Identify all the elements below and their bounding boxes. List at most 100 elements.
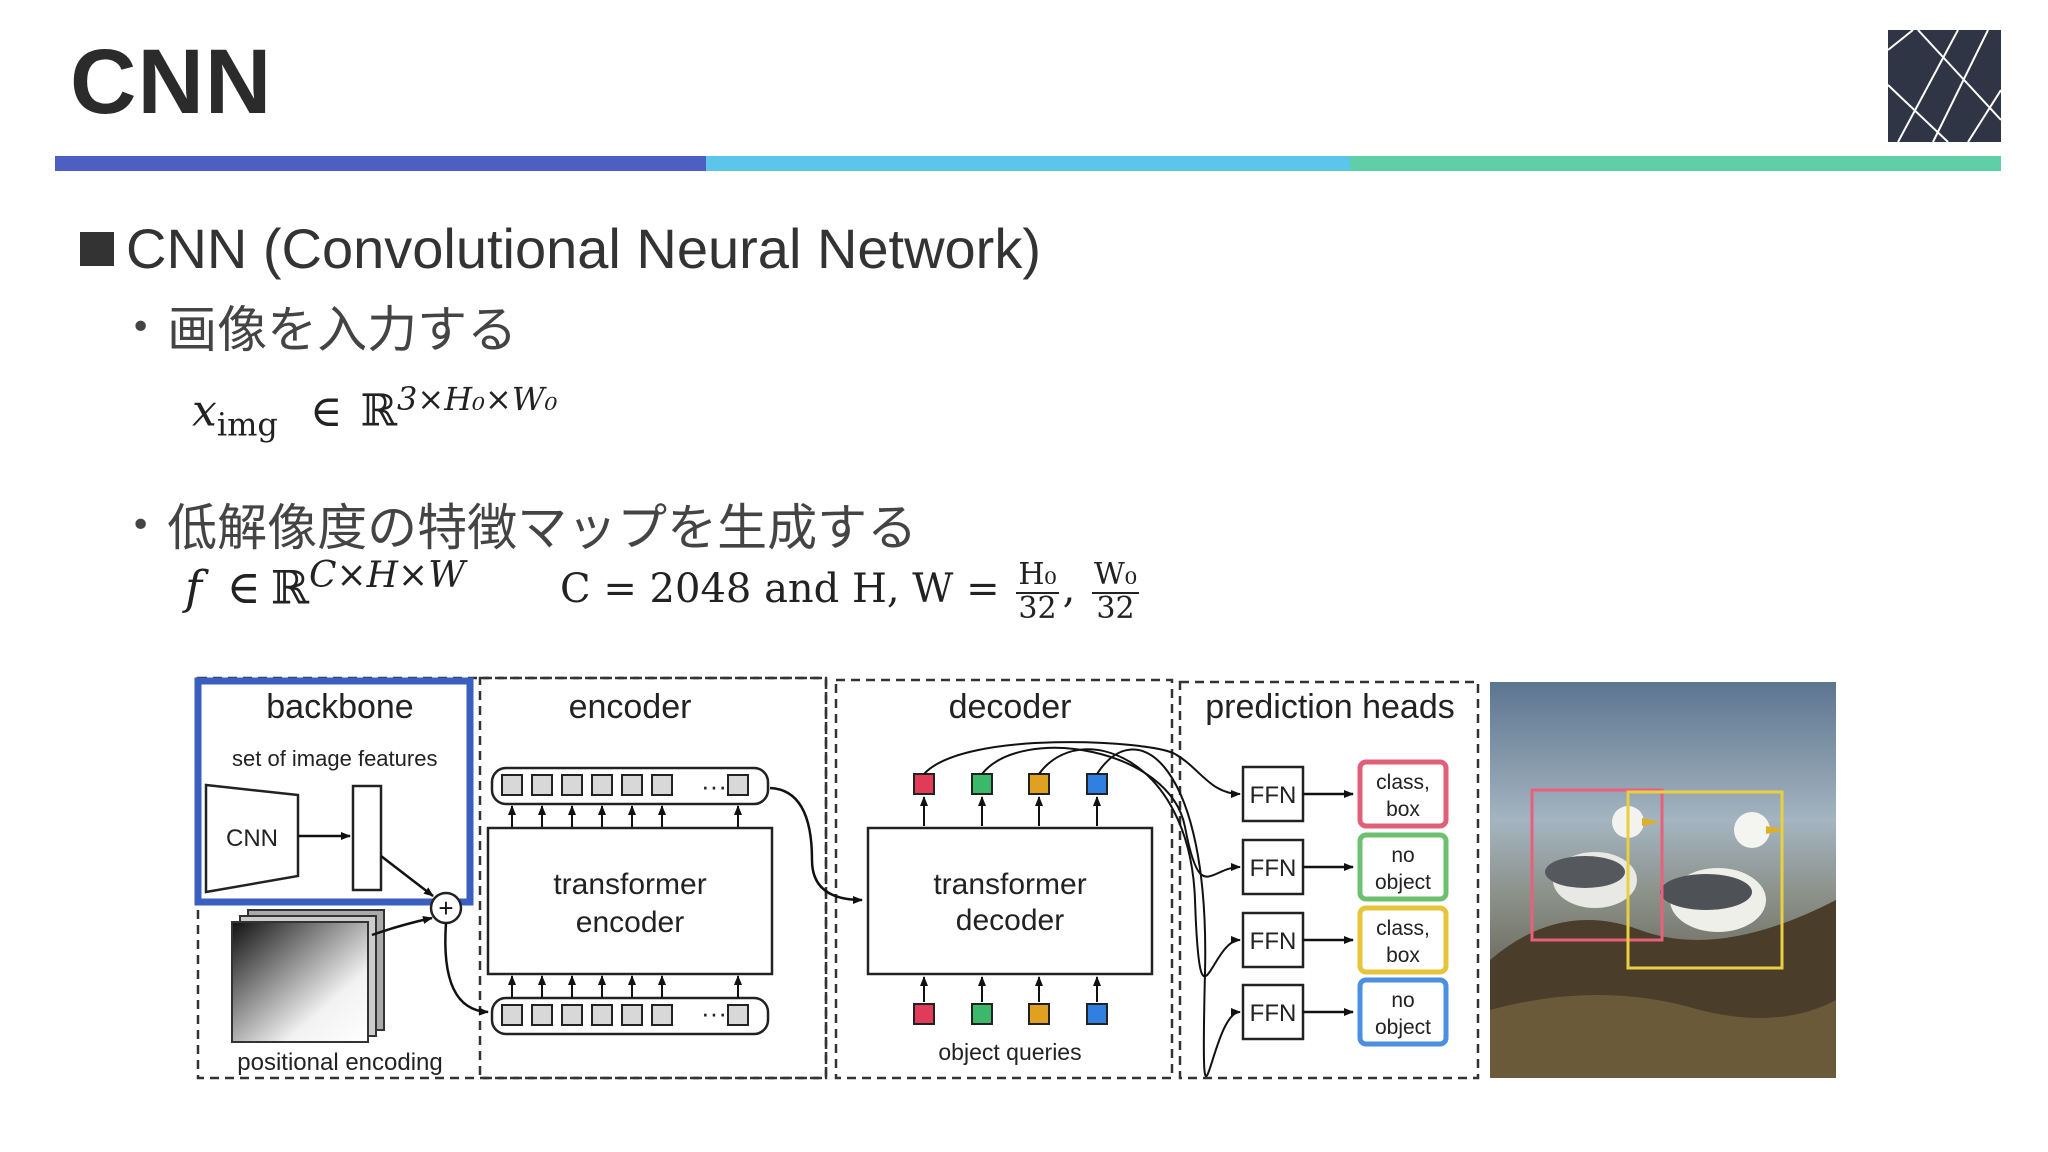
ffn-label: FFN bbox=[1250, 928, 1297, 955]
output-embedding-square bbox=[1028, 773, 1050, 795]
prediction-output-line1: class, bbox=[1376, 771, 1430, 794]
eq1-rel: ∈ bbox=[309, 385, 343, 437]
encoder-section bbox=[478, 676, 828, 1080]
token-square bbox=[561, 774, 583, 796]
features-label: set of image features bbox=[232, 746, 437, 771]
heads-title: prediction heads bbox=[1205, 688, 1455, 726]
square-bullet-icon bbox=[80, 232, 114, 266]
token-square bbox=[561, 1004, 583, 1026]
eq2-set: ℝ bbox=[270, 560, 309, 615]
title-rule-blue bbox=[55, 156, 706, 171]
ffn-label: FFN bbox=[1250, 782, 1297, 809]
encoder-to-decoder-arrow bbox=[769, 786, 863, 904]
eq2-sup: C×H×W bbox=[308, 555, 466, 596]
prediction-output-line1: no bbox=[1391, 844, 1414, 867]
output-embedding-square bbox=[913, 773, 935, 795]
token-square bbox=[727, 774, 749, 796]
encoder-dots-bottom: ··· bbox=[701, 998, 727, 1028]
token-square bbox=[501, 1004, 523, 1026]
title-rule-cyan bbox=[706, 156, 1350, 171]
token-square bbox=[531, 1004, 553, 1026]
plus-label: + bbox=[438, 893, 453, 923]
object-queries-label: object queries bbox=[938, 1039, 1081, 1065]
eq3-comma: , bbox=[1062, 566, 1076, 612]
cnn-label: CNN bbox=[226, 825, 278, 852]
output-embedding-square bbox=[971, 773, 993, 795]
token-square bbox=[621, 1004, 643, 1026]
token-square bbox=[501, 774, 523, 796]
slide-title: CNN bbox=[70, 31, 273, 133]
ffn-box bbox=[1241, 765, 1305, 823]
encoder-title: encoder bbox=[569, 688, 692, 726]
eq2-rel: ∈ bbox=[226, 560, 261, 615]
prediction-output-box bbox=[1357, 905, 1449, 975]
ffn-box bbox=[1241, 838, 1305, 896]
feature-vector bbox=[351, 784, 383, 892]
encoder-box-line2: encoder bbox=[576, 906, 684, 939]
encoder-dots-top: ··· bbox=[701, 771, 727, 801]
eq1-set: ℝ bbox=[360, 385, 398, 437]
heads-section bbox=[1178, 680, 1480, 1080]
ffn-label: FFN bbox=[1250, 1000, 1297, 1027]
decoder-section bbox=[834, 678, 1174, 1080]
bullet-mark: • bbox=[130, 505, 152, 546]
pos-enc-label: positional encoding bbox=[237, 1049, 443, 1076]
bullet-2: • 低解像度の特徴マップを生成する bbox=[130, 488, 917, 560]
token-square bbox=[727, 1004, 749, 1026]
object-query-square bbox=[1028, 1003, 1050, 1025]
encoder-output-tokens bbox=[490, 766, 770, 828]
eq1-sup: 3×H₀×W₀ bbox=[397, 380, 558, 418]
query-to-ffn-arrow bbox=[1038, 748, 1241, 978]
token-square bbox=[651, 774, 673, 796]
token-square bbox=[621, 774, 643, 796]
eq3-frac-w-den: 32 bbox=[1096, 591, 1135, 626]
prediction-output-box bbox=[1357, 832, 1449, 902]
prediction-output-line2: box bbox=[1386, 798, 1420, 821]
logo-icon bbox=[1888, 30, 2001, 142]
ffn-label: FFN bbox=[1250, 855, 1297, 882]
eq2-lhs: f bbox=[185, 560, 203, 615]
eq3-frac-h-num: H₀ bbox=[1016, 557, 1059, 594]
object-query-square bbox=[1086, 1003, 1108, 1025]
query-to-ffn-arrow bbox=[923, 741, 1241, 798]
token-square bbox=[591, 774, 613, 796]
prediction-output-line2: box bbox=[1386, 944, 1420, 967]
photo-box-red bbox=[1530, 788, 1664, 942]
bullet-mark: • bbox=[130, 307, 152, 348]
decoder-box-line1: transformer bbox=[933, 868, 1086, 901]
query-to-ffn-arrow bbox=[981, 746, 1241, 878]
main-heading: CNN (Convolutional Neural Network) bbox=[80, 216, 1041, 281]
decoder-box-line2: decoder bbox=[956, 904, 1064, 937]
token-square bbox=[651, 1004, 673, 1026]
prediction-output-line1: no bbox=[1391, 989, 1414, 1012]
eq3-frac-h-den: 32 bbox=[1018, 591, 1057, 626]
cnn-trapezoid bbox=[204, 783, 300, 894]
equation-feature: f ∈ℝC×H×W bbox=[185, 555, 465, 614]
transformer-encoder-box bbox=[486, 826, 774, 976]
main-heading-text: CNN (Convolutional Neural Network) bbox=[126, 217, 1041, 280]
seagull-photo bbox=[1490, 682, 1836, 1078]
ffn-box bbox=[1241, 983, 1305, 1041]
prediction-output-line2: object bbox=[1375, 1016, 1431, 1039]
decoder-title: decoder bbox=[949, 688, 1072, 726]
query-to-ffn-arrow bbox=[1096, 748, 1241, 1078]
object-query-square bbox=[913, 1003, 935, 1025]
encoder-box-line1: transformer bbox=[553, 868, 706, 901]
eq1-lhs: x bbox=[192, 385, 217, 437]
decoder-queries bbox=[913, 741, 1241, 1078]
prediction-output-line2: object bbox=[1375, 871, 1431, 894]
positional-encoding-image bbox=[231, 921, 369, 1043]
prediction-output-line1: class, bbox=[1376, 917, 1430, 940]
token-square bbox=[591, 1004, 613, 1026]
token-square bbox=[531, 774, 553, 796]
backbone-title: backbone bbox=[266, 688, 413, 726]
bullet-1: • 画像を入力する bbox=[130, 290, 517, 362]
bullet-1-text: 画像を入力する bbox=[167, 301, 518, 359]
bullet-2-text: 低解像度の特徴マップを生成する bbox=[167, 499, 918, 557]
equation-input: ximg ∈ℝ3×H₀×W₀ bbox=[192, 380, 557, 443]
